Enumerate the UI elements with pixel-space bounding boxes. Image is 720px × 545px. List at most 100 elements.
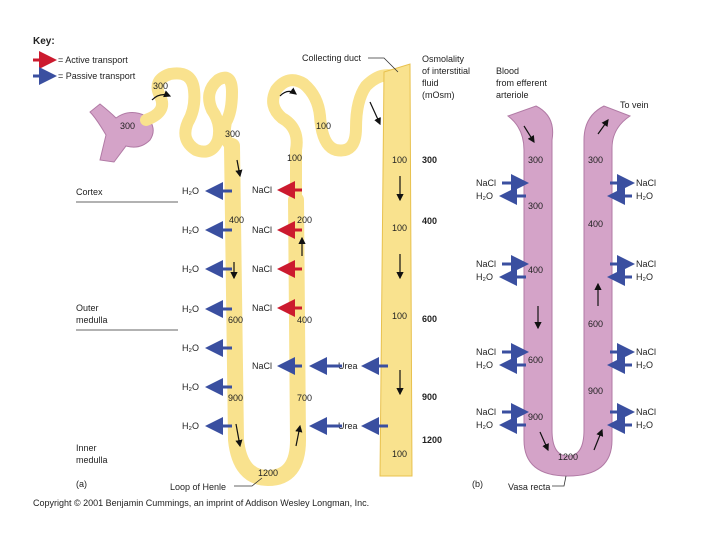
vasa-recta-vessel [506,105,632,477]
osmolality-title-3: fluid [422,78,439,88]
proximal-convoluted-tubule [140,67,239,158]
loop-of-henle-tube [224,138,307,487]
h2o-label: H₂O [476,272,493,282]
vasa-recta-label: Vasa recta [508,482,550,492]
vasa-recta-leader [552,475,567,487]
flow-arrow-vasa-bend-out [593,428,604,451]
scale-1200: 1200 [422,435,442,445]
h2o-label: H₂O [636,420,653,430]
key-legend: Key: = Active transport = Passive transp… [33,36,136,85]
loop-of-henle-label: Loop of Henle [170,482,226,492]
nacl-label: NaCl [252,225,272,235]
ascending-700-value: 700 [297,393,312,403]
vasa-exchange: NaCl H₂O NaCl H₂O NaCl H₂O NaCl H₂O NaCl [476,174,656,434]
flow-arrow-cd-entry [369,101,381,126]
flow-arrow-dct [279,87,297,97]
osmolality-title-2: of interstitial [422,66,470,76]
outer-medulla-label-1: Outer [76,303,99,313]
collecting-duct-label: Collecting duct [302,53,362,63]
descending-400-value: 400 [229,215,244,225]
urea-label: Urea [338,361,358,371]
nacl-label: NaCl [636,259,656,269]
urea-label: Urea [338,421,358,431]
scale-400: 400 [422,216,437,226]
blood-label-1: Blood [496,66,519,76]
vasa-desc-900: 900 [528,412,543,422]
vasa-right-exchange-4: NaCl H₂O [607,403,656,434]
vasa-desc-300: 300 [528,155,543,165]
bend-1200-value: 1200 [258,468,278,478]
key-title: Key: [33,36,55,47]
scale-300: 300 [422,155,437,165]
nacl-label: NaCl [252,303,272,313]
nacl-label: NaCl [476,407,496,417]
nacl-passive-ascending: NaCl [252,357,302,375]
collecting-duct [379,63,413,477]
vasa-right-exchange-3: NaCl H₂O [607,343,656,374]
vasa-recta: Blood from efferent arteriole To vein 30… [496,66,649,492]
panel-a-label: (a) [76,479,87,489]
nacl-label: NaCl [252,264,272,274]
flow-arrow-descending-top [235,159,243,178]
cd-100-value-b: 100 [392,223,407,233]
flow-arrow-bend-in [235,423,243,448]
vasa-left-exchange-3: NaCl H₂O [476,343,529,374]
flow-arrow-vasa-in [523,125,535,144]
descending-start-value: 300 [225,129,240,139]
vasa-left-exchange-1: NaCl H₂O [476,174,529,205]
descending-900-value: 900 [228,393,243,403]
nacl-label: NaCl [252,361,272,371]
region-labels: Cortex Outer medulla Inner medulla (a) (… [76,187,483,489]
loop-of-henle-leader [234,477,263,487]
pct-value: 300 [153,81,168,91]
glomerulus-value: 300 [120,121,135,131]
h2o-label: H₂O [182,264,199,274]
h2o-label: H₂O [636,272,653,282]
h2o-label: H₂O [636,360,653,370]
h2o-label: H₂O [476,360,493,370]
nacl-label: NaCl [476,259,496,269]
blood-label-2: from efferent [496,78,547,88]
distal-convoluted-tubule [267,69,400,206]
nacl-label: NaCl [636,178,656,188]
copyright-text: Copyright © 2001 Benjamin Cummings, an i… [33,498,369,508]
cd-100-value-c: 100 [392,311,407,321]
inner-medulla-label-2: medulla [76,455,108,465]
cd-100-value-a: 100 [392,155,407,165]
cortex-label: Cortex [76,187,103,197]
ascending-400-value: 400 [297,315,312,325]
nacl-label: NaCl [476,178,496,188]
outer-medulla-label-2: medulla [76,315,108,325]
to-vein-label: To vein [620,100,649,110]
flow-arrow-pct [151,90,172,101]
vasa-desc-600: 600 [528,355,543,365]
flow-arrow-vasa-out [597,119,609,135]
vasa-desc-300b: 300 [528,201,543,211]
collecting-duct-leader [368,57,399,73]
vasa-left-exchange-4: NaCl H₂O [476,403,529,434]
osmolality-title-1: Osmolality [422,54,465,64]
vasa-right-exchange-1: NaCl H₂O [607,174,656,205]
osmolality-scale: Osmolality of interstitial fluid (mOsm) … [422,54,470,445]
vasa-left-exchange-2: NaCl H₂O [476,255,529,286]
ascending-200-value: 200 [297,215,312,225]
nephron: 300 300 300 100 100 400 200 600 400 900 … [89,53,413,492]
osmolality-title-4: (mOsm) [422,90,455,100]
vasa-asc-900: 900 [588,386,603,396]
flow-arrow-bend-out [295,424,303,447]
h2o-label: H₂O [182,304,199,314]
h2o-label: H₂O [182,421,199,431]
dct-top-value: 100 [316,121,331,131]
key-active-label: = Active transport [58,55,128,65]
blood-label-3: arteriole [496,90,529,100]
key-passive-label: = Passive transport [58,71,136,81]
nacl-label: NaCl [636,347,656,357]
vasa-asc-600: 600 [588,319,603,329]
flow-arrow-vasa-bend-in [539,431,549,452]
h2o-label: H₂O [476,191,493,201]
urea-efflux: Urea Urea [309,357,388,435]
vasa-right-exchange-2: NaCl H₂O [607,255,656,286]
nacl-label: NaCl [476,347,496,357]
